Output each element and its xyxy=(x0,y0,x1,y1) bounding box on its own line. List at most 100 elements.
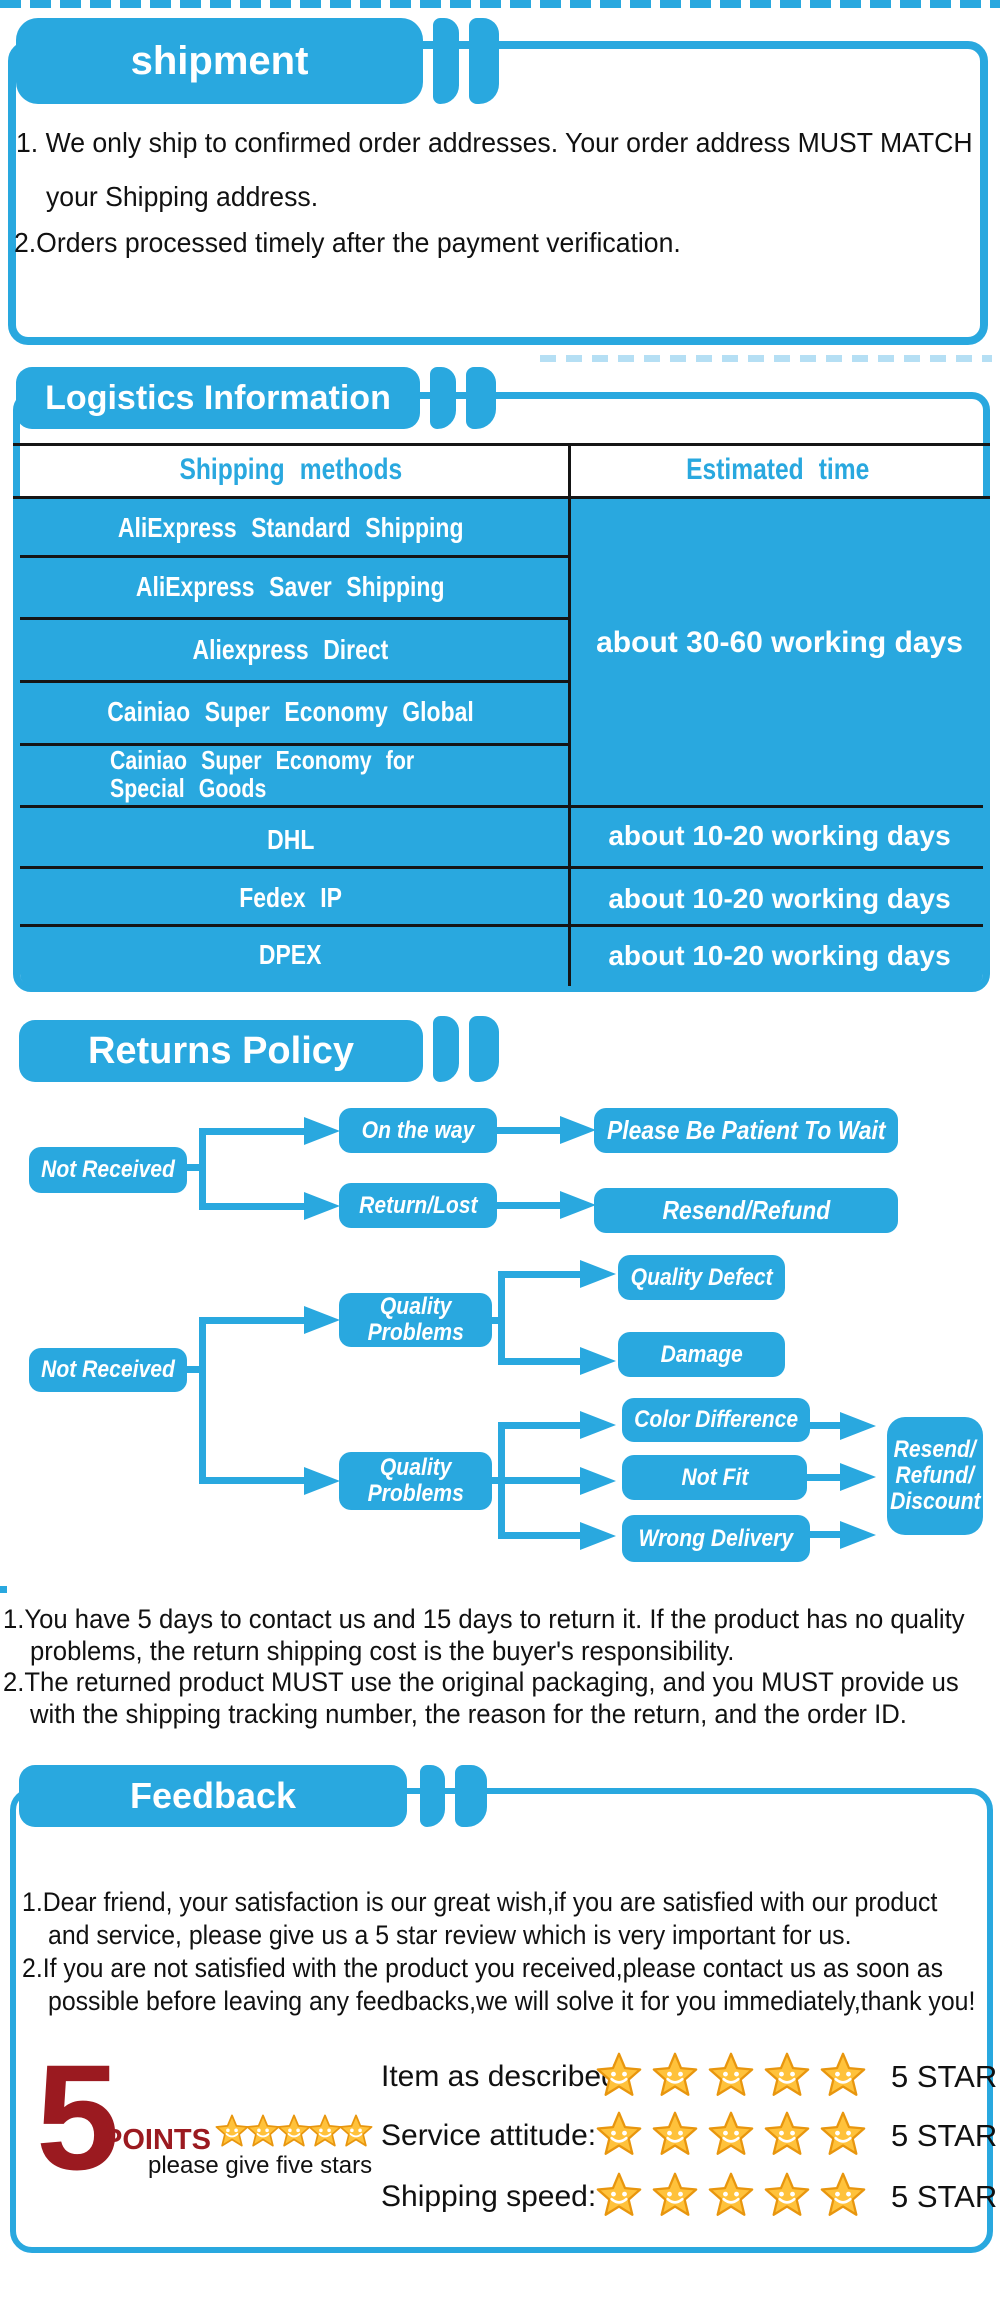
flow-arrow-icon xyxy=(580,1467,616,1495)
table-row-divider xyxy=(20,924,983,927)
table-column-divider xyxy=(568,443,571,986)
star-icon xyxy=(215,2114,249,2147)
star-icon xyxy=(764,2052,810,2097)
table-row-divider xyxy=(20,680,568,683)
shipment-line-2: your Shipping address. xyxy=(46,181,319,212)
star-icon xyxy=(764,2172,810,2217)
star-icon xyxy=(277,2114,311,2147)
flow-color-difference: Color Difference xyxy=(622,1398,810,1442)
feedback-line-4: possible before leaving any feedbacks,we… xyxy=(48,1986,976,2016)
header-tab-decoration xyxy=(469,18,499,104)
flow-quality-problems-1: Quality Problems xyxy=(339,1293,492,1347)
star-icon xyxy=(708,2052,754,2097)
table-row-method: Cainiao Super Economy Global xyxy=(107,696,474,727)
header-tab-decoration xyxy=(433,1016,459,1082)
star-icon xyxy=(820,2111,866,2156)
shipment-line-1: 1. We only ship to confirmed order addre… xyxy=(16,127,973,158)
table-row-method: Cainiao Super Economy for xyxy=(110,745,415,775)
flow-arrow-icon xyxy=(580,1522,616,1550)
dotted-divider xyxy=(540,355,992,362)
logistics-header: Logistics Information xyxy=(16,367,420,429)
header-tab-decoration xyxy=(420,1765,445,1827)
flow-connector xyxy=(187,1164,206,1171)
star-icon xyxy=(820,2172,866,2217)
flow-arrow-icon xyxy=(580,1347,616,1375)
five-points-hint: please give five stars xyxy=(148,2152,373,2179)
flow-connector xyxy=(199,1128,304,1135)
table-line xyxy=(13,443,990,446)
flow-on-the-way: On the way xyxy=(339,1108,497,1153)
table-row-method: AliExpress Standard Shipping xyxy=(117,512,464,543)
table-row-divider xyxy=(20,866,983,869)
returns-note-1: 1.You have 5 days to contact us and 15 d… xyxy=(3,1604,965,1634)
header-tab-decoration xyxy=(430,367,456,429)
flow-damage: Damage xyxy=(618,1332,785,1377)
flow-connector xyxy=(199,1203,304,1210)
five-points-number: 5 xyxy=(36,2033,120,2201)
table-row-method: DPEX xyxy=(259,939,322,970)
flow-connector xyxy=(807,1474,842,1481)
flow-arrow-icon xyxy=(840,1412,876,1440)
star-icon xyxy=(652,2052,698,2097)
five-points-label: POINTS xyxy=(103,2124,211,2156)
flow-connector xyxy=(199,1317,304,1324)
dashed-divider xyxy=(0,0,1000,8)
feedback-header: Feedback xyxy=(19,1765,407,1827)
returns-title: Returns Policy xyxy=(87,1029,355,1072)
returns-note-4: with the shipping tracking number, the r… xyxy=(30,1699,907,1729)
star-icon xyxy=(820,2052,866,2097)
table-row-divider xyxy=(20,805,983,808)
flow-connector xyxy=(498,1532,583,1539)
flow-connector xyxy=(199,1317,206,1484)
shipment-title: shipment xyxy=(130,38,309,83)
returns-note-2: problems, the return shipping cost is th… xyxy=(30,1636,735,1666)
flow-arrow-icon xyxy=(580,1411,616,1439)
shipment-header: shipment xyxy=(16,18,423,104)
flow-return-lost: Return/Lost xyxy=(339,1183,497,1228)
logistics-title: Logistics Information xyxy=(45,378,391,417)
flow-resend-refund: Resend/Refund xyxy=(594,1188,898,1233)
flow-arrow-icon xyxy=(560,1116,596,1144)
table-header-time: Estimated time xyxy=(686,453,870,486)
star-icon xyxy=(596,2172,642,2217)
flow-quality-problems-2: Quality Problems xyxy=(339,1452,492,1510)
table-row-method: AliExpress Saver Shipping xyxy=(136,571,445,602)
flow-connector xyxy=(497,1202,563,1209)
flow-arrow-icon xyxy=(840,1521,876,1549)
feedback-line-1: 1.Dear friend, your satisfaction is our … xyxy=(22,1887,938,1917)
table-row-divider xyxy=(20,743,568,746)
flow-arrow-icon xyxy=(304,1306,340,1334)
feedback-line-3: 2.If you are not satisfied with the prod… xyxy=(22,1953,944,1983)
flow-connector xyxy=(187,1366,206,1373)
returns-header: Returns Policy xyxy=(19,1020,423,1082)
header-tab-decoration xyxy=(466,367,496,429)
flow-arrow-icon xyxy=(560,1191,596,1219)
table-line xyxy=(13,496,990,499)
table-row-method: Aliexpress Direct xyxy=(192,634,389,665)
table-row-time: about 10-20 working days xyxy=(608,940,951,971)
flow-not-received-2: Not Received xyxy=(29,1348,187,1392)
flow-please-wait: Please Be Patient To Wait xyxy=(594,1108,898,1153)
star-icon xyxy=(308,2114,342,2147)
flow-quality-defect: Quality Defect xyxy=(618,1255,785,1300)
star-icon xyxy=(596,2111,642,2156)
flow-not-received-1: Not Received xyxy=(29,1147,187,1193)
table-row-method: Special Goods xyxy=(110,773,267,803)
flow-arrow-icon xyxy=(304,1467,340,1495)
flow-arrow-icon xyxy=(840,1463,876,1491)
star-icon xyxy=(708,2172,754,2217)
table-merged-time: about 30-60 working days xyxy=(596,626,963,659)
flow-wrong-delivery: Wrong Delivery xyxy=(622,1515,810,1562)
table-row-divider xyxy=(20,555,568,558)
feedback-title: Feedback xyxy=(129,1775,297,1816)
star-icon xyxy=(764,2111,810,2156)
flow-connector xyxy=(199,1477,304,1484)
table-body-background xyxy=(20,499,983,986)
flow-connector xyxy=(498,1422,583,1429)
star-icon xyxy=(652,2111,698,2156)
table-row-time: about 10-20 working days xyxy=(608,883,951,914)
flow-not-fit: Not Fit xyxy=(622,1455,807,1500)
table-row-time: about 10-20 working days xyxy=(608,820,951,851)
table-row-method: Fedex IP xyxy=(239,882,342,913)
divider-fragment xyxy=(0,1586,7,1593)
